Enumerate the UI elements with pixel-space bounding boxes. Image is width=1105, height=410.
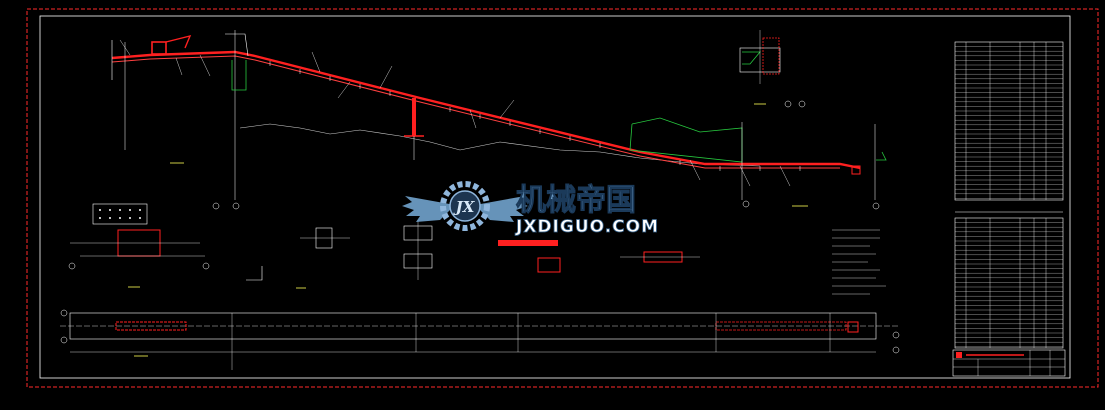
technical-notes [832,229,886,295]
plan-dim-ticks [231,313,831,370]
bom-table-border [954,217,1064,349]
watermark-name-cn: 机械帝国 [516,183,636,218]
head-drive-frame [151,41,167,55]
conveyor-belt-upper [111,50,861,170]
watermark-gear-hub [449,190,481,222]
watermark-wing-right [475,196,528,222]
title-block-grid [953,350,1065,376]
detail-marker [68,262,76,270]
detail-marker [202,262,210,270]
drive-detail-view [739,30,806,108]
detail-marker [798,100,806,108]
red-drive-detail [537,257,561,273]
tail-pulley [851,165,861,175]
mid-support-leg [412,98,416,136]
transfer-tower [231,60,247,91]
section-details [68,203,700,289]
watermark-gear-icon [440,181,490,231]
plan-axis-marker [60,336,68,344]
callout-leaders [119,39,791,187]
red-drive-detail [498,240,558,246]
conveyor-belt-lower [111,55,840,169]
drawing-frame [26,8,1099,388]
transfer-tower [225,33,249,57]
inner-border [39,15,1071,379]
watermark: JX 机械帝国 JXDIGUO.COM [402,181,659,237]
view-arrow [246,266,263,281]
watermark-logo-letters: JX [453,198,476,216]
plan-axis-marker [892,346,900,354]
watermark-wing-left [402,196,455,222]
terrain-line [239,123,761,167]
head-chute [165,34,192,49]
plan-head-red [115,321,187,331]
bom-table-border [954,41,1064,201]
plan-tail-pulley [847,321,859,333]
drive-detail-green [742,51,761,65]
title-block [952,349,1066,377]
bom-table-columns [965,218,1047,348]
detail-marker [784,100,792,108]
drive-detail-inner [762,37,780,75]
bom-table-rows [955,46,1063,199]
idler-ticks [269,61,801,171]
grid-markers [212,200,880,210]
anchor-plate [92,203,148,225]
bom-table-columns [965,42,1047,200]
anchor-bolts [99,209,141,219]
conveyor-plan-view [60,309,900,370]
plan-axis-marker [60,309,68,317]
tail-green-outline [629,117,743,163]
watermark-site: JXDIGUO.COM [515,217,659,237]
bom-table-upper [954,41,1064,213]
title-block-border [952,349,1066,377]
company-logo-mark [956,352,962,358]
ground-hatch [876,151,887,161]
conveyor-elevation-view [111,30,887,210]
bom-table-lower [954,217,1064,349]
outer-dashed-border [26,8,1099,388]
plan-axis-marker [892,331,900,339]
bom-table-rows [955,222,1063,347]
